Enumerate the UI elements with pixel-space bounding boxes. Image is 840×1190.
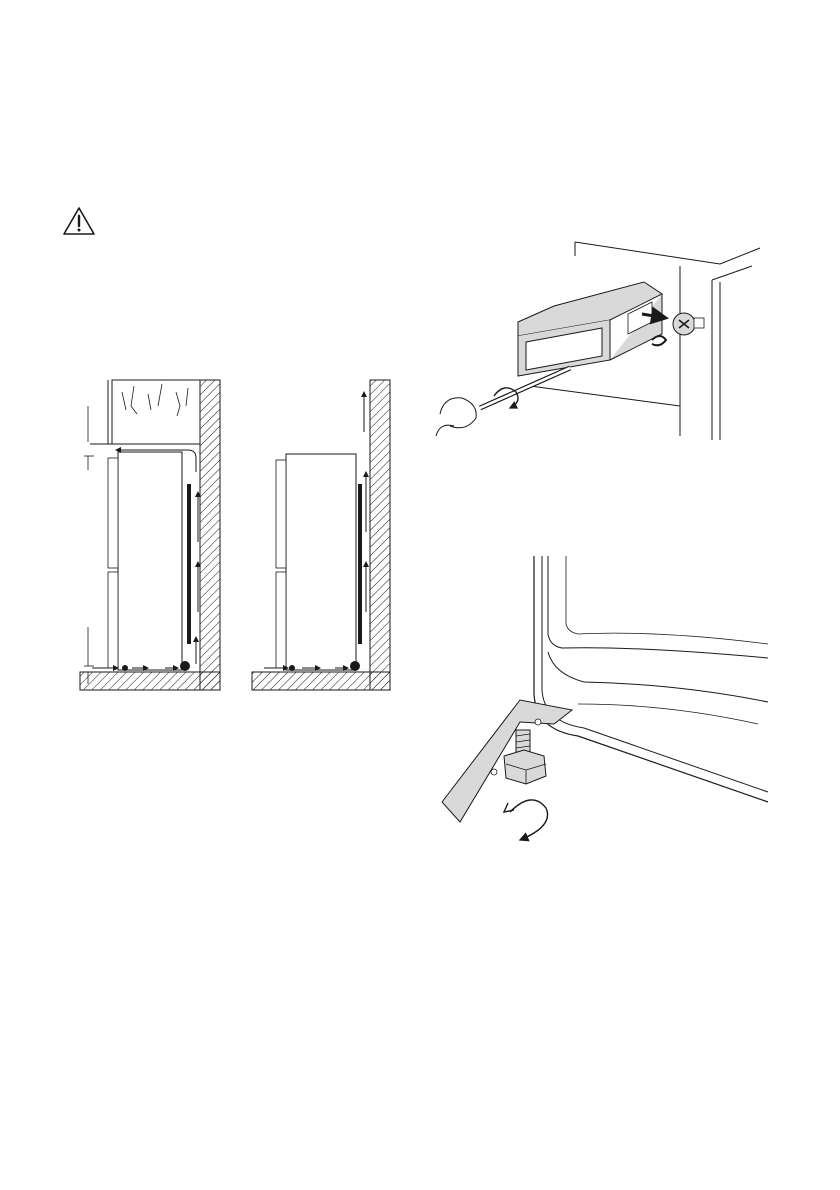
right-installation — [252, 380, 390, 690]
warning-icon — [62, 206, 96, 236]
adjustable-foot-diagram — [438, 554, 773, 849]
rotate-arrow-icon — [504, 800, 548, 840]
screwdriver-icon — [436, 368, 570, 436]
spacer-icon — [518, 282, 662, 376]
spacer-mounting-diagram — [430, 236, 775, 451]
left-installation — [80, 380, 220, 690]
ventilation-diagram — [70, 372, 400, 702]
